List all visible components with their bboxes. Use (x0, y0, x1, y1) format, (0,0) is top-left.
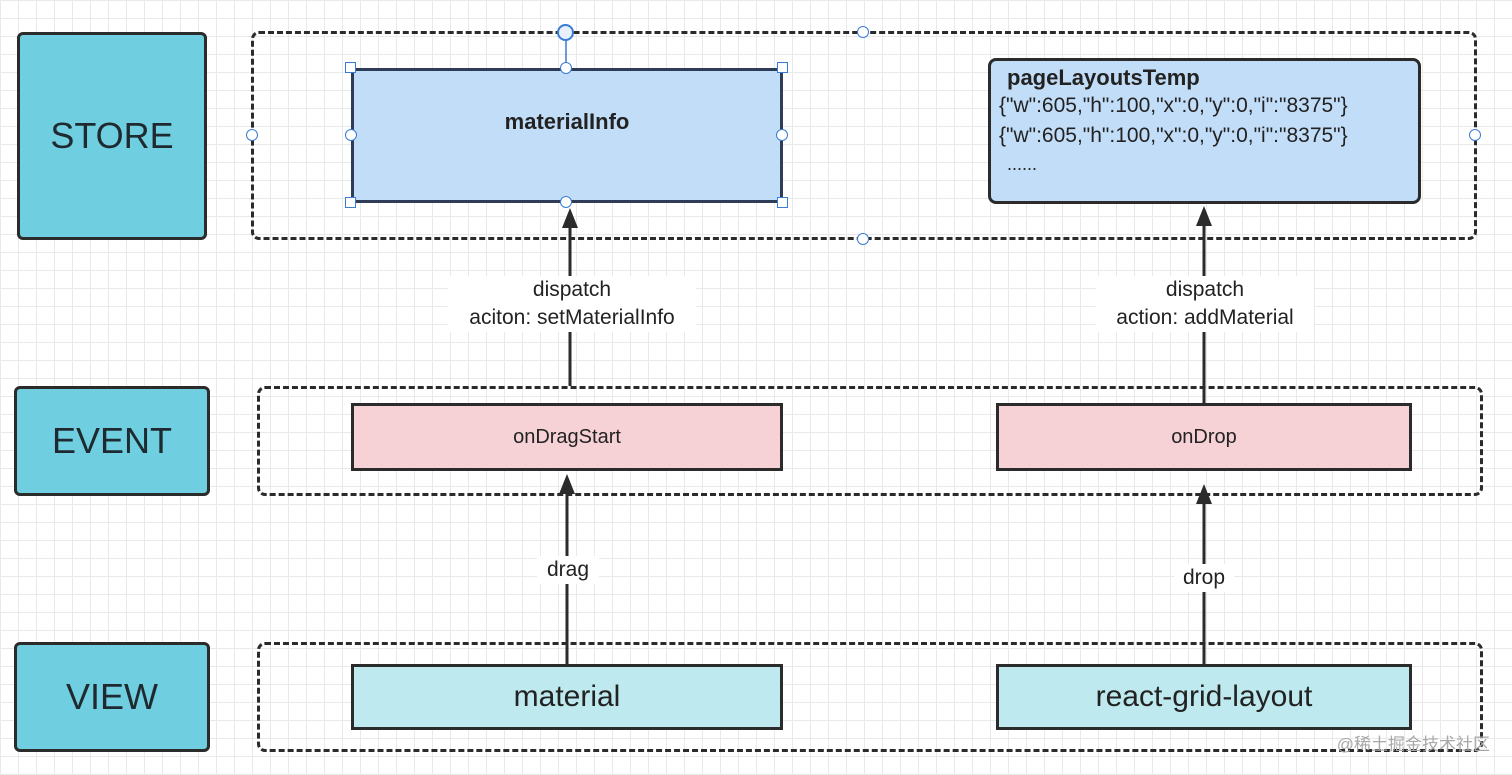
connect-handle-bottom[interactable] (560, 196, 572, 208)
material-info-label: materialInfo (504, 109, 630, 134)
on-drag-start-label: onDragStart (513, 425, 621, 448)
group-handle-bottom[interactable] (857, 233, 869, 245)
edge-label-right-dispatch: dispatch action: addMaterial (1096, 276, 1314, 332)
arrowhead (1196, 206, 1212, 226)
layer-store-label: STORE (50, 115, 174, 156)
group-handle-right[interactable] (1469, 129, 1481, 141)
resize-handle-bottom-left[interactable] (345, 197, 356, 208)
material-node[interactable]: material (351, 664, 783, 730)
edge-label-left-dispatch-line2: aciton: setMaterialInfo (469, 306, 675, 329)
connect-handle-right[interactable] (776, 129, 788, 141)
group-handle-left[interactable] (246, 129, 258, 141)
edge-label-right-dispatch-line2: action: addMaterial (1116, 306, 1294, 329)
rotate-handle[interactable] (557, 24, 574, 41)
resize-handle-bottom-right[interactable] (777, 197, 788, 208)
group-handle-top[interactable] (857, 26, 869, 38)
layer-event-label: EVENT (51, 420, 173, 461)
react-grid-layout-label: react-grid-layout (1095, 680, 1313, 713)
edge-label-right-dispatch-line1: dispatch (1165, 278, 1245, 301)
watermark: @稀土掘金技术社区 (1336, 735, 1490, 754)
layer-view: VIEW (14, 642, 210, 752)
page-layouts-temp-title: pageLayoutsTemp (1007, 65, 1200, 90)
on-drag-start-node[interactable]: onDragStart (351, 403, 783, 471)
material-info-node[interactable]: materialInfo (351, 68, 783, 203)
connect-handle-top[interactable] (560, 62, 572, 74)
arrowhead (562, 208, 578, 228)
edge-label-left-dispatch: dispatch aciton: setMaterialInfo (448, 276, 696, 332)
layer-view-label: VIEW (65, 676, 158, 717)
page-layouts-temp-line-1: {"w":605,"h":100,"x":0,"y":0,"i":"8375"} (999, 94, 1348, 117)
page-layouts-temp-more: ...... (1007, 154, 1038, 174)
material-label: material (513, 680, 621, 713)
on-drop-label: onDrop (1171, 425, 1237, 448)
arrowhead (1196, 484, 1212, 504)
edge-label-drag: drag (537, 556, 599, 584)
page-layouts-temp-node[interactable]: pageLayoutsTemp {"w":605,"h":100,"x":0,"… (988, 58, 1421, 204)
layer-store: STORE (17, 32, 207, 240)
resize-handle-top-right[interactable] (777, 62, 788, 73)
resize-handle-top-left[interactable] (345, 62, 356, 73)
edge-label-drop-text: drop (1182, 566, 1226, 589)
edge-label-drop: drop (1174, 564, 1234, 592)
event-group[interactable] (257, 386, 1483, 496)
react-grid-layout-node[interactable]: react-grid-layout (996, 664, 1412, 730)
on-drop-node[interactable]: onDrop (996, 403, 1412, 471)
edge-label-drag-text: drag (546, 558, 590, 581)
page-layouts-temp-line-2: {"w":605,"h":100,"x":0,"y":0,"i":"8375"} (999, 124, 1348, 147)
connect-handle-left[interactable] (345, 129, 357, 141)
layer-event: EVENT (14, 386, 210, 496)
arrowhead (559, 474, 575, 494)
view-group[interactable] (257, 642, 1483, 752)
edge-label-left-dispatch-line1: dispatch (532, 278, 612, 301)
